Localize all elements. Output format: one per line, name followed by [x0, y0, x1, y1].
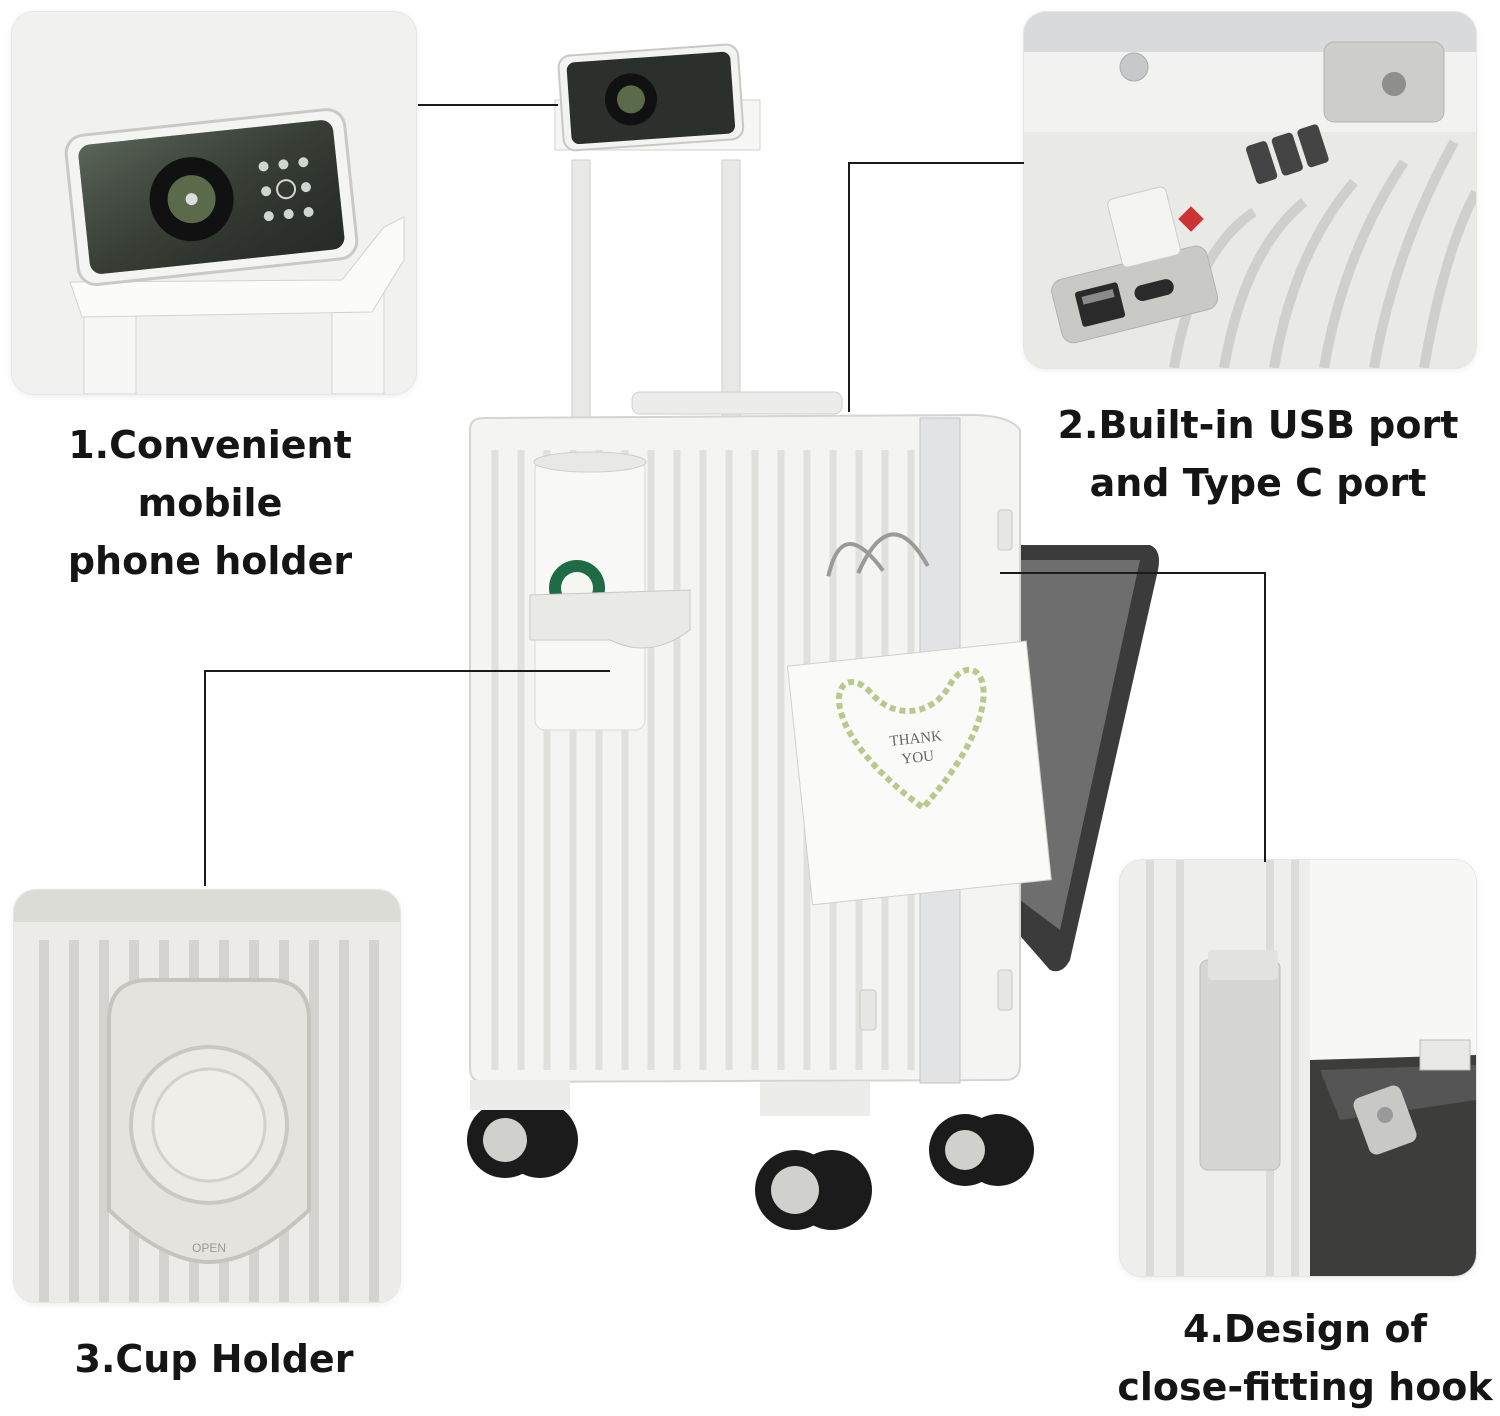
cup-holder-open-label: OPEN — [192, 1241, 226, 1255]
connector-line-4-horizontal — [1000, 572, 1266, 574]
hook-closeup — [1120, 860, 1476, 1276]
connector-line-4-vertical — [1264, 572, 1266, 862]
connector-line-1 — [418, 104, 558, 106]
gift-bag-text-line1: THANK — [889, 728, 943, 749]
connector-line-2-horizontal — [848, 162, 1024, 164]
phone-holder-illustration — [12, 12, 416, 394]
connector-line-2-vertical — [848, 162, 850, 412]
feature-2-line-2: and Type C port — [1089, 461, 1427, 505]
connector-line-3-horizontal — [204, 670, 610, 672]
gift-bag-text-line2: YOU — [901, 748, 935, 767]
feature-4-line-2: close-fitting hook — [1117, 1365, 1493, 1409]
feature-1-line-1: 1.Convenient mobile — [68, 423, 352, 525]
phone-holder-closeup — [12, 12, 416, 394]
feature-3-line-1: 3.Cup Holder — [74, 1337, 354, 1381]
feature-1-line-2: phone holder — [67, 539, 353, 583]
cup-holder-closeup: OPEN — [14, 890, 400, 1302]
cup-holder-illustration: OPEN — [14, 890, 400, 1302]
feature-4-caption: 4.Design of close-fitting hook — [1110, 1300, 1500, 1416]
feature-3-caption: 3.Cup Holder — [14, 1330, 414, 1388]
usb-port-closeup — [1024, 12, 1476, 368]
feature-1-caption: 1.Convenient mobile phone holder — [0, 416, 420, 590]
feature-2-caption: 2.Built-in USB port and Type C port — [1040, 396, 1476, 512]
usb-port-illustration — [1024, 12, 1476, 368]
hook-illustration — [1120, 860, 1476, 1276]
feature-2-line-1: 2.Built-in USB port — [1057, 403, 1459, 447]
suitcase-product-image: THANK YOU — [467, 43, 1159, 1230]
feature-4-line-1: 4.Design of — [1183, 1307, 1427, 1351]
connector-line-3-vertical — [204, 670, 206, 886]
